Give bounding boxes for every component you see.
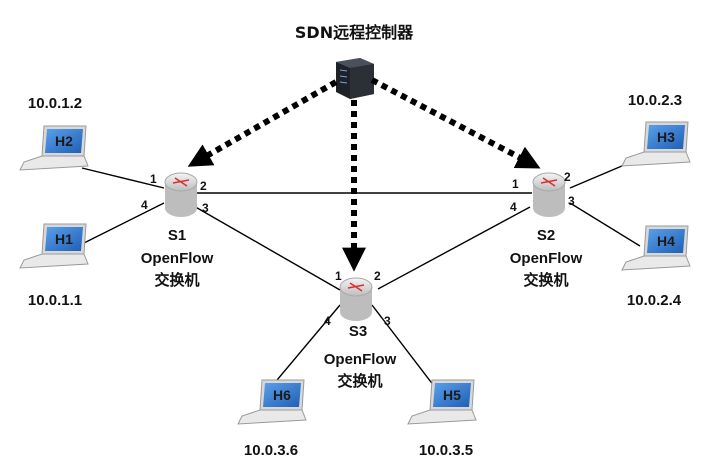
- s3-port-2: 2: [374, 269, 381, 283]
- host-h3-ip: 10.0.2.3: [628, 92, 682, 109]
- controller-label: SDN远程控制器: [295, 23, 414, 42]
- host-h4-ip: 10.0.2.4: [627, 292, 682, 309]
- host-h2-label: H2: [55, 133, 73, 149]
- s2-port-3: 3: [568, 194, 575, 208]
- host-h4: H4 10.0.2.4: [621, 225, 691, 309]
- s1-port-1: 1: [150, 172, 157, 186]
- switch-arrows-icon: [347, 282, 365, 292]
- switch-s2-desc: 交换机: [523, 271, 568, 289]
- host-h2: H2 10.0.1.2: [19, 95, 89, 171]
- s2-port-1: 1: [512, 177, 519, 191]
- s2-port-2: 2: [564, 170, 571, 184]
- switch-s2-id: S2: [537, 227, 555, 244]
- s3-port-1: 1: [335, 269, 342, 283]
- switch-s1-type: OpenFlow: [141, 250, 214, 267]
- laptop-icon: [237, 379, 307, 425]
- link-s1-s3: [191, 204, 341, 291]
- host-h5-label: H5: [443, 387, 461, 403]
- link-h2-s1: [81, 167, 165, 189]
- switch-s3-type: OpenFlow: [324, 351, 397, 368]
- switch-arrows-icon: [172, 177, 190, 187]
- control-link-s1: [187, 79, 338, 167]
- switch-s3: [339, 277, 373, 321]
- laptop-icon: [621, 121, 691, 167]
- switch-s1-label: S1 OpenFlow 交换机: [141, 227, 214, 289]
- switch-s2-type: OpenFlow: [510, 250, 583, 267]
- link-s3-h6: [271, 304, 341, 387]
- control-link-s2: [370, 77, 541, 169]
- s1-port-2: 2: [200, 179, 207, 193]
- host-h6-label: H6: [273, 387, 291, 403]
- switch-s1: [164, 172, 198, 217]
- link-h1-s1: [81, 202, 165, 245]
- link-s3-h5: [371, 304, 435, 387]
- switch-s2-label: S2 OpenFlow 交换机: [510, 227, 583, 289]
- host-h3-label: H3: [657, 129, 675, 145]
- server-icon: [336, 58, 374, 99]
- link-s2-s3: [377, 206, 531, 290]
- data-links: [81, 159, 641, 387]
- host-h6: H6 10.0.3.6: [237, 379, 307, 459]
- laptop-icon: [621, 225, 691, 271]
- host-h1-label: H1: [55, 231, 73, 247]
- switch-s1-desc: 交换机: [154, 271, 199, 289]
- switch-s3-desc: 交换机: [337, 372, 382, 390]
- switch-s2: [532, 172, 566, 217]
- host-h3: H3 10.0.2.3: [621, 92, 691, 167]
- port-labels: 1 2 3 4 1 2 3 4 1 2 3 4: [141, 170, 575, 328]
- switch-s3-id: S3: [349, 323, 367, 340]
- link-s2-h4: [569, 202, 641, 247]
- s3-port-4: 4: [324, 314, 331, 328]
- host-h1: H1 10.0.1.1: [19, 223, 89, 309]
- host-h2-ip: 10.0.1.2: [28, 95, 82, 112]
- switch-s1-id: S1: [168, 227, 186, 244]
- host-h5-ip: 10.0.3.5: [419, 442, 473, 459]
- switch-arrows-icon: [540, 177, 558, 187]
- host-h6-ip: 10.0.3.6: [244, 442, 298, 459]
- control-channels: [187, 77, 541, 272]
- s1-port-4: 4: [141, 198, 148, 212]
- host-h5: H5 10.0.3.5: [407, 379, 477, 459]
- laptop-icon: [19, 223, 89, 269]
- laptop-icon: [19, 125, 89, 171]
- host-h1-ip: 10.0.1.1: [28, 292, 82, 309]
- s1-port-3: 3: [202, 201, 209, 215]
- s3-port-3: 3: [384, 314, 391, 328]
- s2-port-4: 4: [510, 200, 517, 214]
- host-h4-label: H4: [657, 233, 675, 249]
- switch-s3-label: S3 OpenFlow 交换机: [324, 323, 397, 390]
- laptop-icon: [407, 379, 477, 425]
